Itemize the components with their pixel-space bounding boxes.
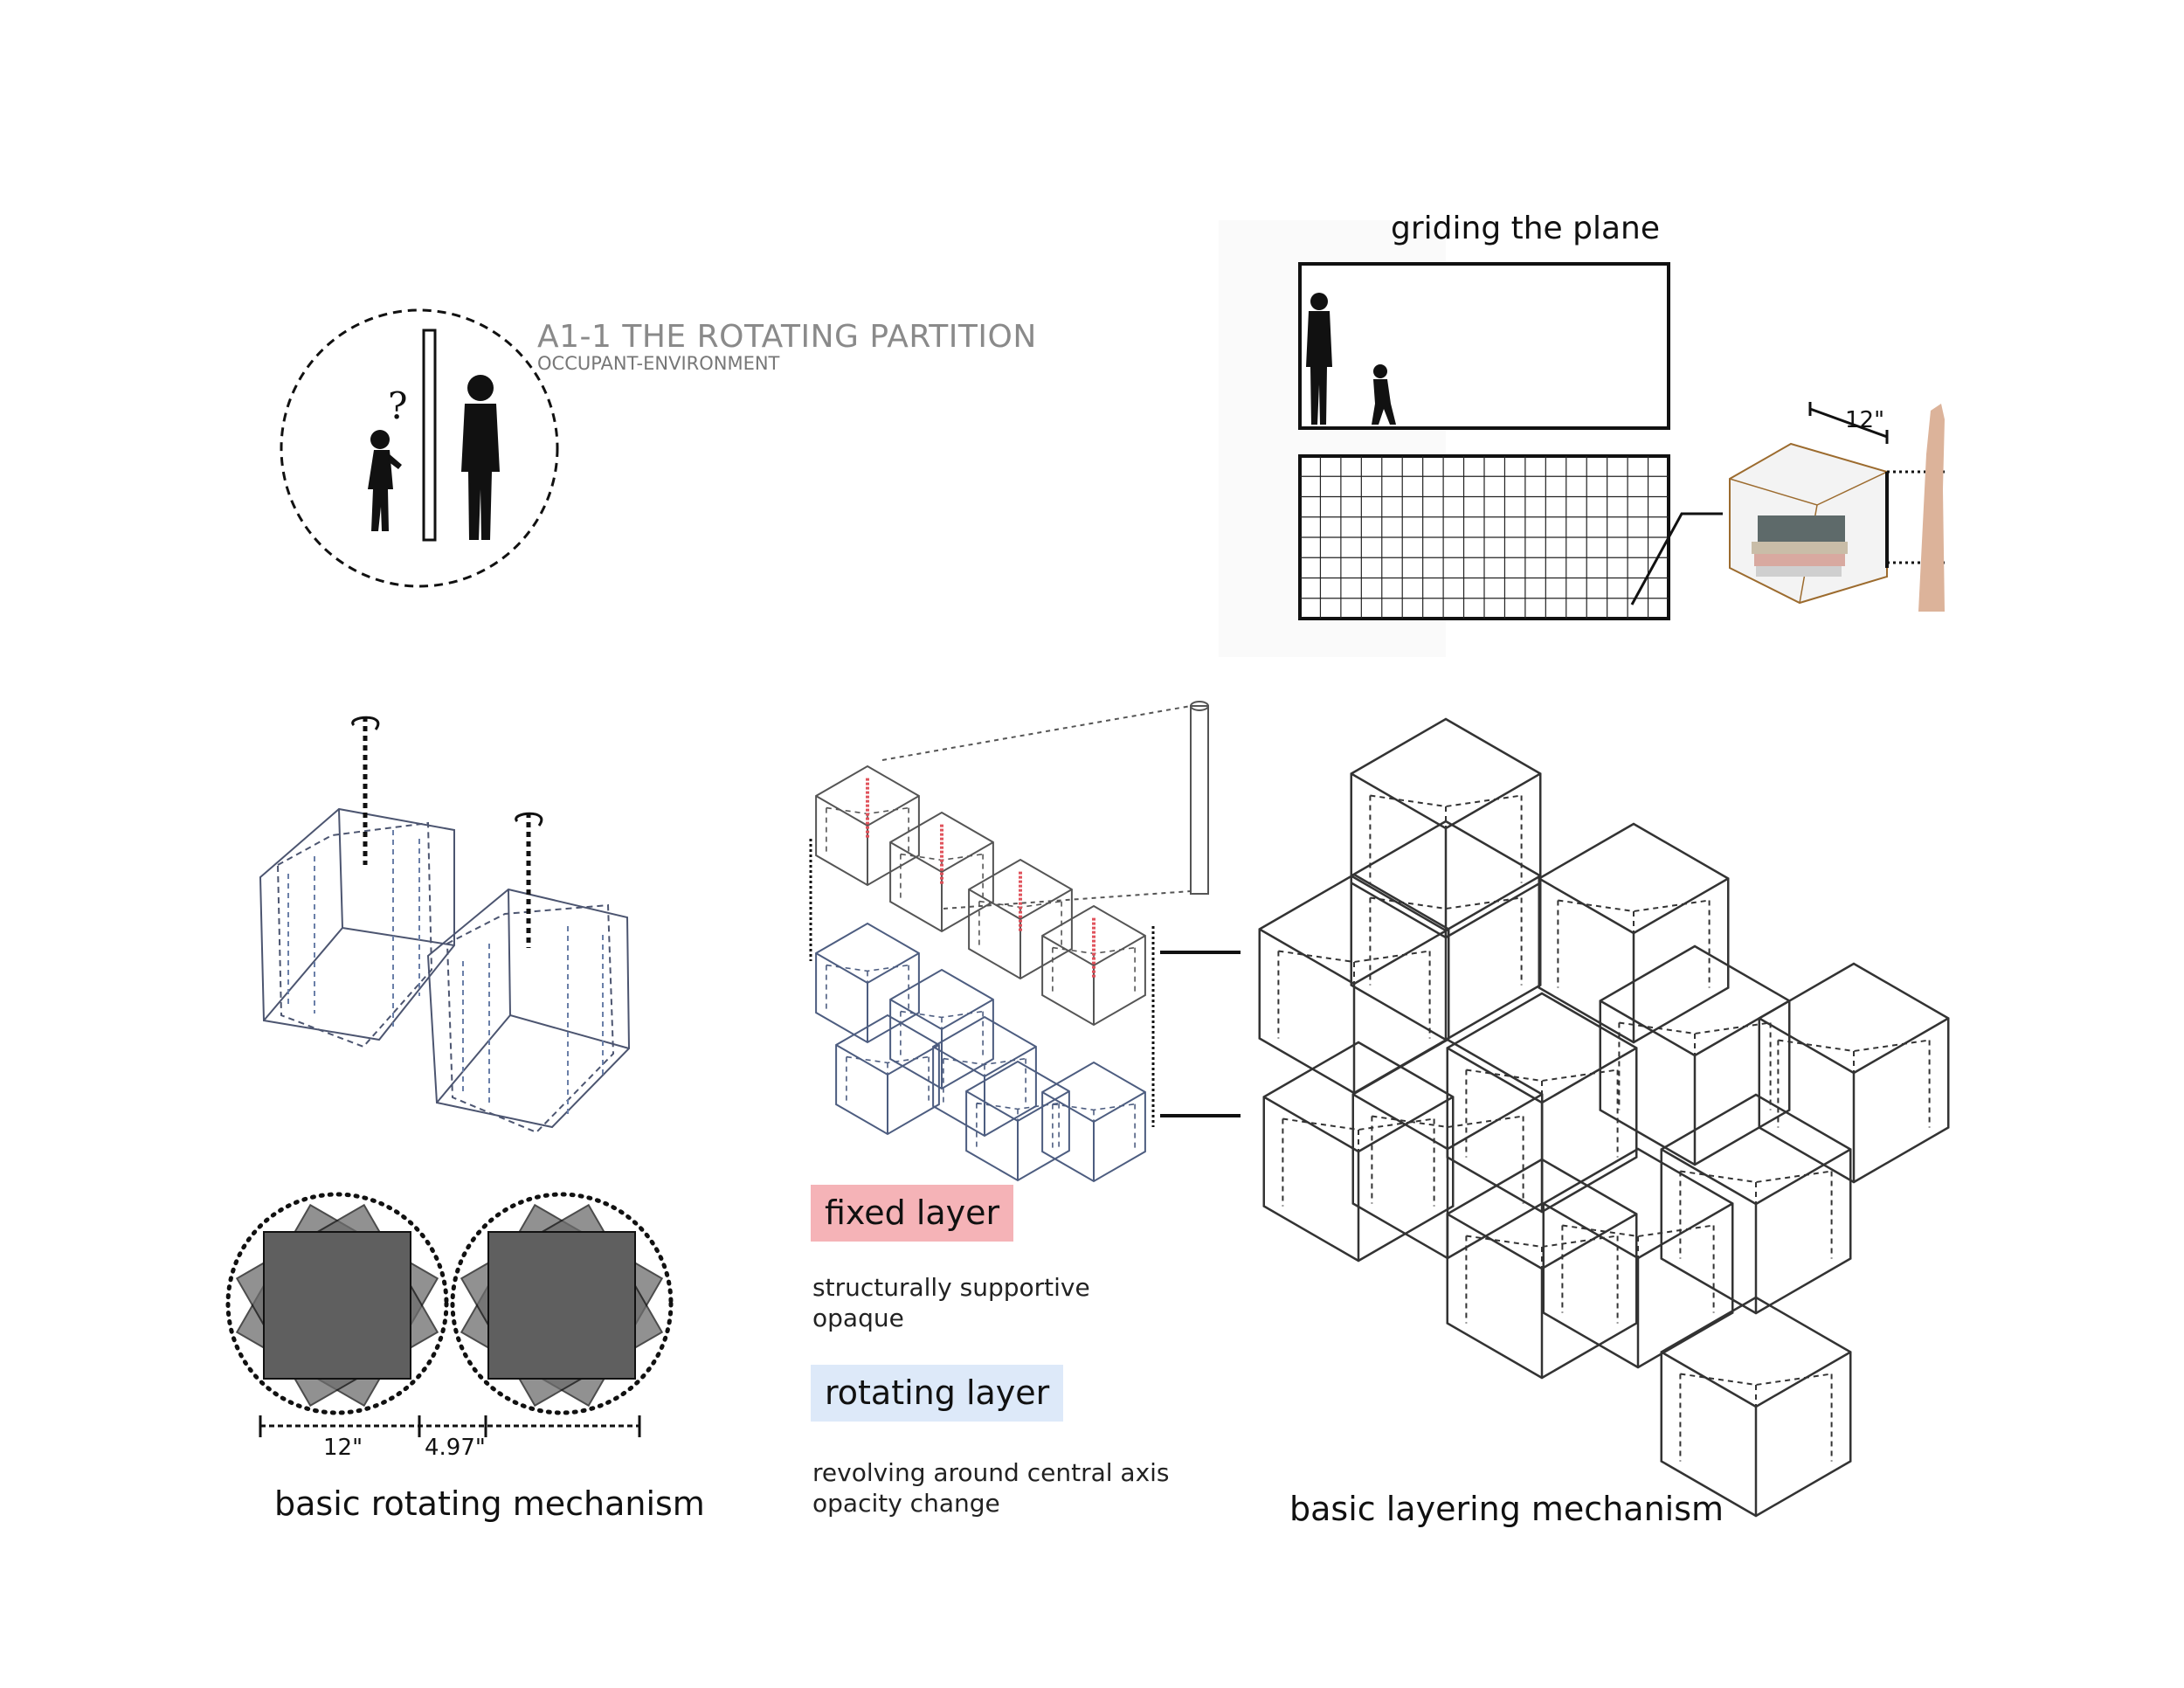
rotating-layer-cube <box>889 968 994 1090</box>
dimension-12-label: 12" <box>323 1435 363 1461</box>
adult-silhouette-icon <box>461 375 500 540</box>
fixed-layer-cube <box>815 764 920 887</box>
rotating-layer-line-1: revolving around central axis <box>812 1458 1170 1487</box>
rotating-cube <box>1258 873 1450 1095</box>
layering-mechanism-caption: basic layering mechanism <box>1289 1490 1724 1528</box>
occupant-circle-icon <box>280 308 559 588</box>
rotating-layer-cube <box>1041 1061 1146 1183</box>
grid-panel-title: griding the plane <box>1391 211 1661 246</box>
fixed-layer-cube <box>968 858 1073 980</box>
rotating-cube <box>1660 1093 1852 1315</box>
rotation-plan-left <box>225 1192 449 1415</box>
leader-line <box>1630 512 1723 605</box>
page-subtitle: OCCUPANT-ENVIRONMENT <box>537 353 780 374</box>
book-cube-icon <box>1729 402 1948 612</box>
question-mark-icon: ? <box>388 384 408 427</box>
rotating-layer-cube <box>815 922 920 1044</box>
layered-cube-cluster <box>1258 717 1950 1518</box>
exploded-layer-stack <box>809 764 1155 1183</box>
fixed-cube <box>1758 962 1950 1184</box>
rotating-layer-label: rotating layer <box>811 1365 1064 1422</box>
fixed-layer-line-1: structurally supportive <box>812 1273 1090 1302</box>
rotating-layer-cube <box>965 1060 1070 1182</box>
fixed-layer-cube <box>1041 904 1146 1027</box>
fixed-cube <box>1660 1296 1852 1518</box>
child-silhouette-icon <box>368 430 402 531</box>
arm-icon <box>1918 404 1945 612</box>
fixed-layer-cube <box>889 811 994 933</box>
fixed-cube <box>1538 822 1730 1044</box>
rotating-cube <box>1446 992 1638 1214</box>
fixed-layer-line-2: opaque <box>812 1304 904 1332</box>
fixed-cube <box>1262 1041 1455 1263</box>
dimension-line <box>259 1415 641 1437</box>
adult-figure-icon <box>1306 293 1332 425</box>
rotating-prism-right <box>426 812 631 1134</box>
rotating-layer-description: revolving around central axis opacity ch… <box>812 1457 1170 1519</box>
rotating-layer-line-2: opacity change <box>812 1489 1000 1518</box>
fixed-cube <box>1350 717 1542 939</box>
axis-rod-icon <box>881 701 1209 910</box>
rotating-layer-cube <box>835 1013 940 1136</box>
rotating-cube <box>1542 1147 1734 1369</box>
fixed-layer-label: fixed layer <box>811 1185 1014 1242</box>
fixed-layer-description: structurally supportive opaque <box>812 1272 1090 1333</box>
grid-frame <box>1298 454 1670 620</box>
fixed-cube <box>1446 1158 1638 1380</box>
rotating-mechanism-caption: basic rotating mechanism <box>274 1484 705 1523</box>
connector-lines <box>1160 951 1241 1117</box>
page-title: A1-1 THE ROTATING PARTITION <box>537 319 1037 355</box>
rotating-prism-left <box>259 716 455 1048</box>
fixed-cube <box>1599 944 1791 1166</box>
rotating-layer-cube <box>932 1015 1037 1138</box>
dimension-4-97-label: 4.97" <box>425 1435 486 1461</box>
child-figure-icon <box>1372 364 1396 425</box>
rotation-plan-right <box>450 1192 674 1415</box>
cube-dimension-label: 12" <box>1845 407 1885 433</box>
